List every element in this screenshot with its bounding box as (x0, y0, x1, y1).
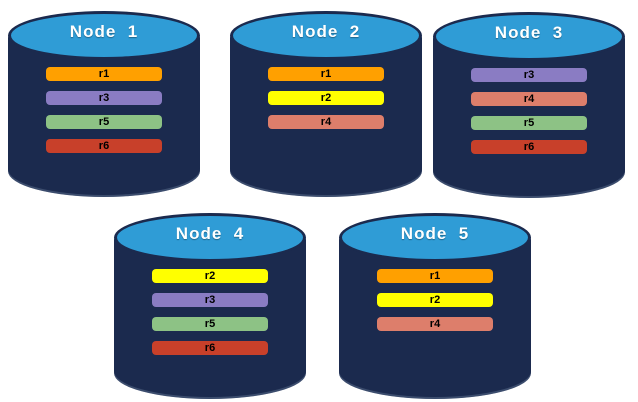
replica-bar-r1: r1 (46, 67, 162, 81)
cylinder-top-ellipse (339, 213, 531, 262)
replica-bar-r5: r5 (46, 115, 162, 129)
replica-list: r3 r4 r5 r6 (433, 68, 625, 164)
replica-bar-r5: r5 (152, 317, 268, 331)
cylinder-top-ellipse (230, 11, 422, 60)
replica-list: r1 r2 r4 (339, 269, 531, 341)
replica-bar-r1: r1 (377, 269, 493, 283)
node-cylinder-3: Node 3 r3 r4 r5 r6 (433, 6, 625, 198)
replica-bar-r2: r2 (377, 293, 493, 307)
node-cylinder-4: Node 4 r2 r3 r5 r6 (114, 207, 306, 399)
node-title: Node 4 (175, 224, 245, 243)
node-title: Node 2 (291, 22, 361, 41)
replica-list: r1 r2 r4 (230, 67, 422, 139)
replica-bar-r2: r2 (268, 91, 384, 105)
node-cylinder-1: Node 1 r1 r3 r5 r6 (8, 5, 200, 197)
replica-bar-r6: r6 (471, 140, 587, 154)
replica-bar-r4: r4 (268, 115, 384, 129)
replica-list: r2 r3 r5 r6 (114, 269, 306, 365)
replica-bar-r3: r3 (471, 68, 587, 82)
cylinder-top-ellipse (8, 11, 200, 60)
replica-bar-r4: r4 (471, 92, 587, 106)
replica-bar-r6: r6 (152, 341, 268, 355)
replica-bar-r2: r2 (152, 269, 268, 283)
cylinder-top-ellipse (114, 213, 306, 262)
node-cylinder-5: Node 5 r1 r2 r4 (339, 207, 531, 399)
replica-bar-r5: r5 (471, 116, 587, 130)
replica-bar-r6: r6 (46, 139, 162, 153)
node-cylinder-2: Node 2 r1 r2 r4 (230, 5, 422, 197)
replica-bar-r3: r3 (46, 91, 162, 105)
node-title: Node 3 (494, 23, 564, 42)
node-title: Node 1 (69, 22, 139, 41)
node-title: Node 5 (400, 224, 470, 243)
replica-bar-r4: r4 (377, 317, 493, 331)
replica-bar-r1: r1 (268, 67, 384, 81)
cylinder-top-ellipse (433, 12, 625, 61)
replica-bar-r3: r3 (152, 293, 268, 307)
replica-list: r1 r3 r5 r6 (8, 67, 200, 163)
